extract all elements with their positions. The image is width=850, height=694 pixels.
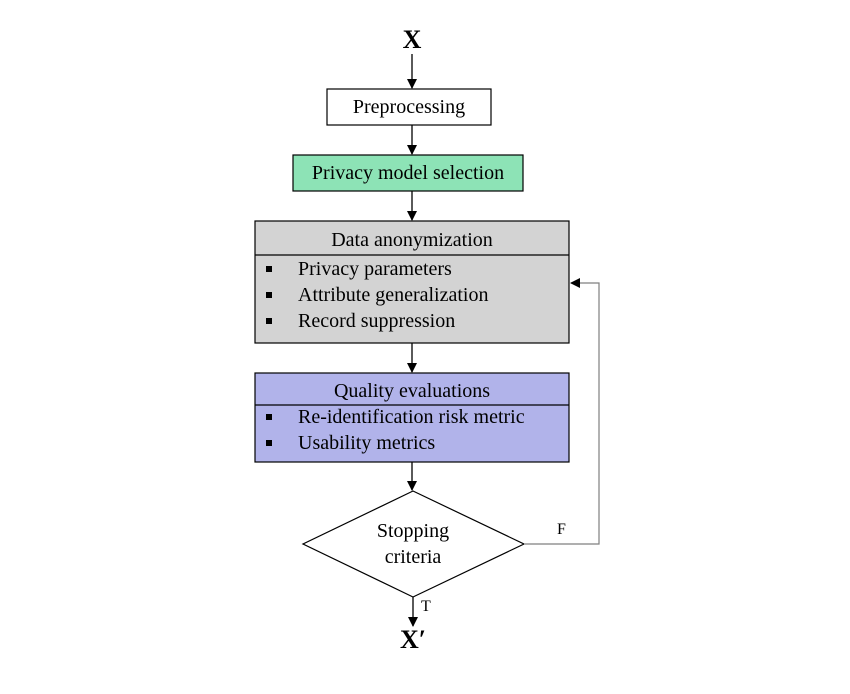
quality-item: Usability metrics	[298, 432, 436, 454]
bullet-icon	[266, 318, 272, 324]
true-label: T	[421, 598, 431, 615]
output-label: X′	[399, 625, 427, 654]
decision-label-line2: criteria	[384, 546, 442, 568]
decision-label-line1: Stopping	[376, 520, 450, 542]
bullet-icon	[266, 440, 272, 446]
bullet-icon	[266, 414, 272, 420]
false-label: F	[557, 521, 566, 538]
bullet-icon	[266, 292, 272, 298]
anonymization-title: Data anonymization	[331, 229, 493, 251]
preprocessing-label: Preprocessing	[352, 96, 466, 118]
anonymization-item: Attribute generalization	[298, 284, 489, 306]
quality-item: Re-identification risk metric	[298, 406, 525, 428]
anonymization-box	[254, 220, 570, 344]
anonymization-item: Privacy parameters	[298, 258, 452, 280]
arrow-false-loop	[524, 278, 600, 545]
stopping-criteria-diamond	[301, 490, 526, 598]
quality-box	[254, 372, 570, 463]
bullet-icon	[266, 266, 272, 272]
anonymization-item: Record suppression	[298, 310, 456, 332]
quality-title: Quality evaluations	[333, 380, 491, 402]
privacy-model-box	[292, 154, 524, 192]
privacy-model-label: Privacy model selection	[311, 162, 505, 184]
preprocessing-box	[326, 88, 492, 126]
input-label: X	[402, 25, 422, 54]
